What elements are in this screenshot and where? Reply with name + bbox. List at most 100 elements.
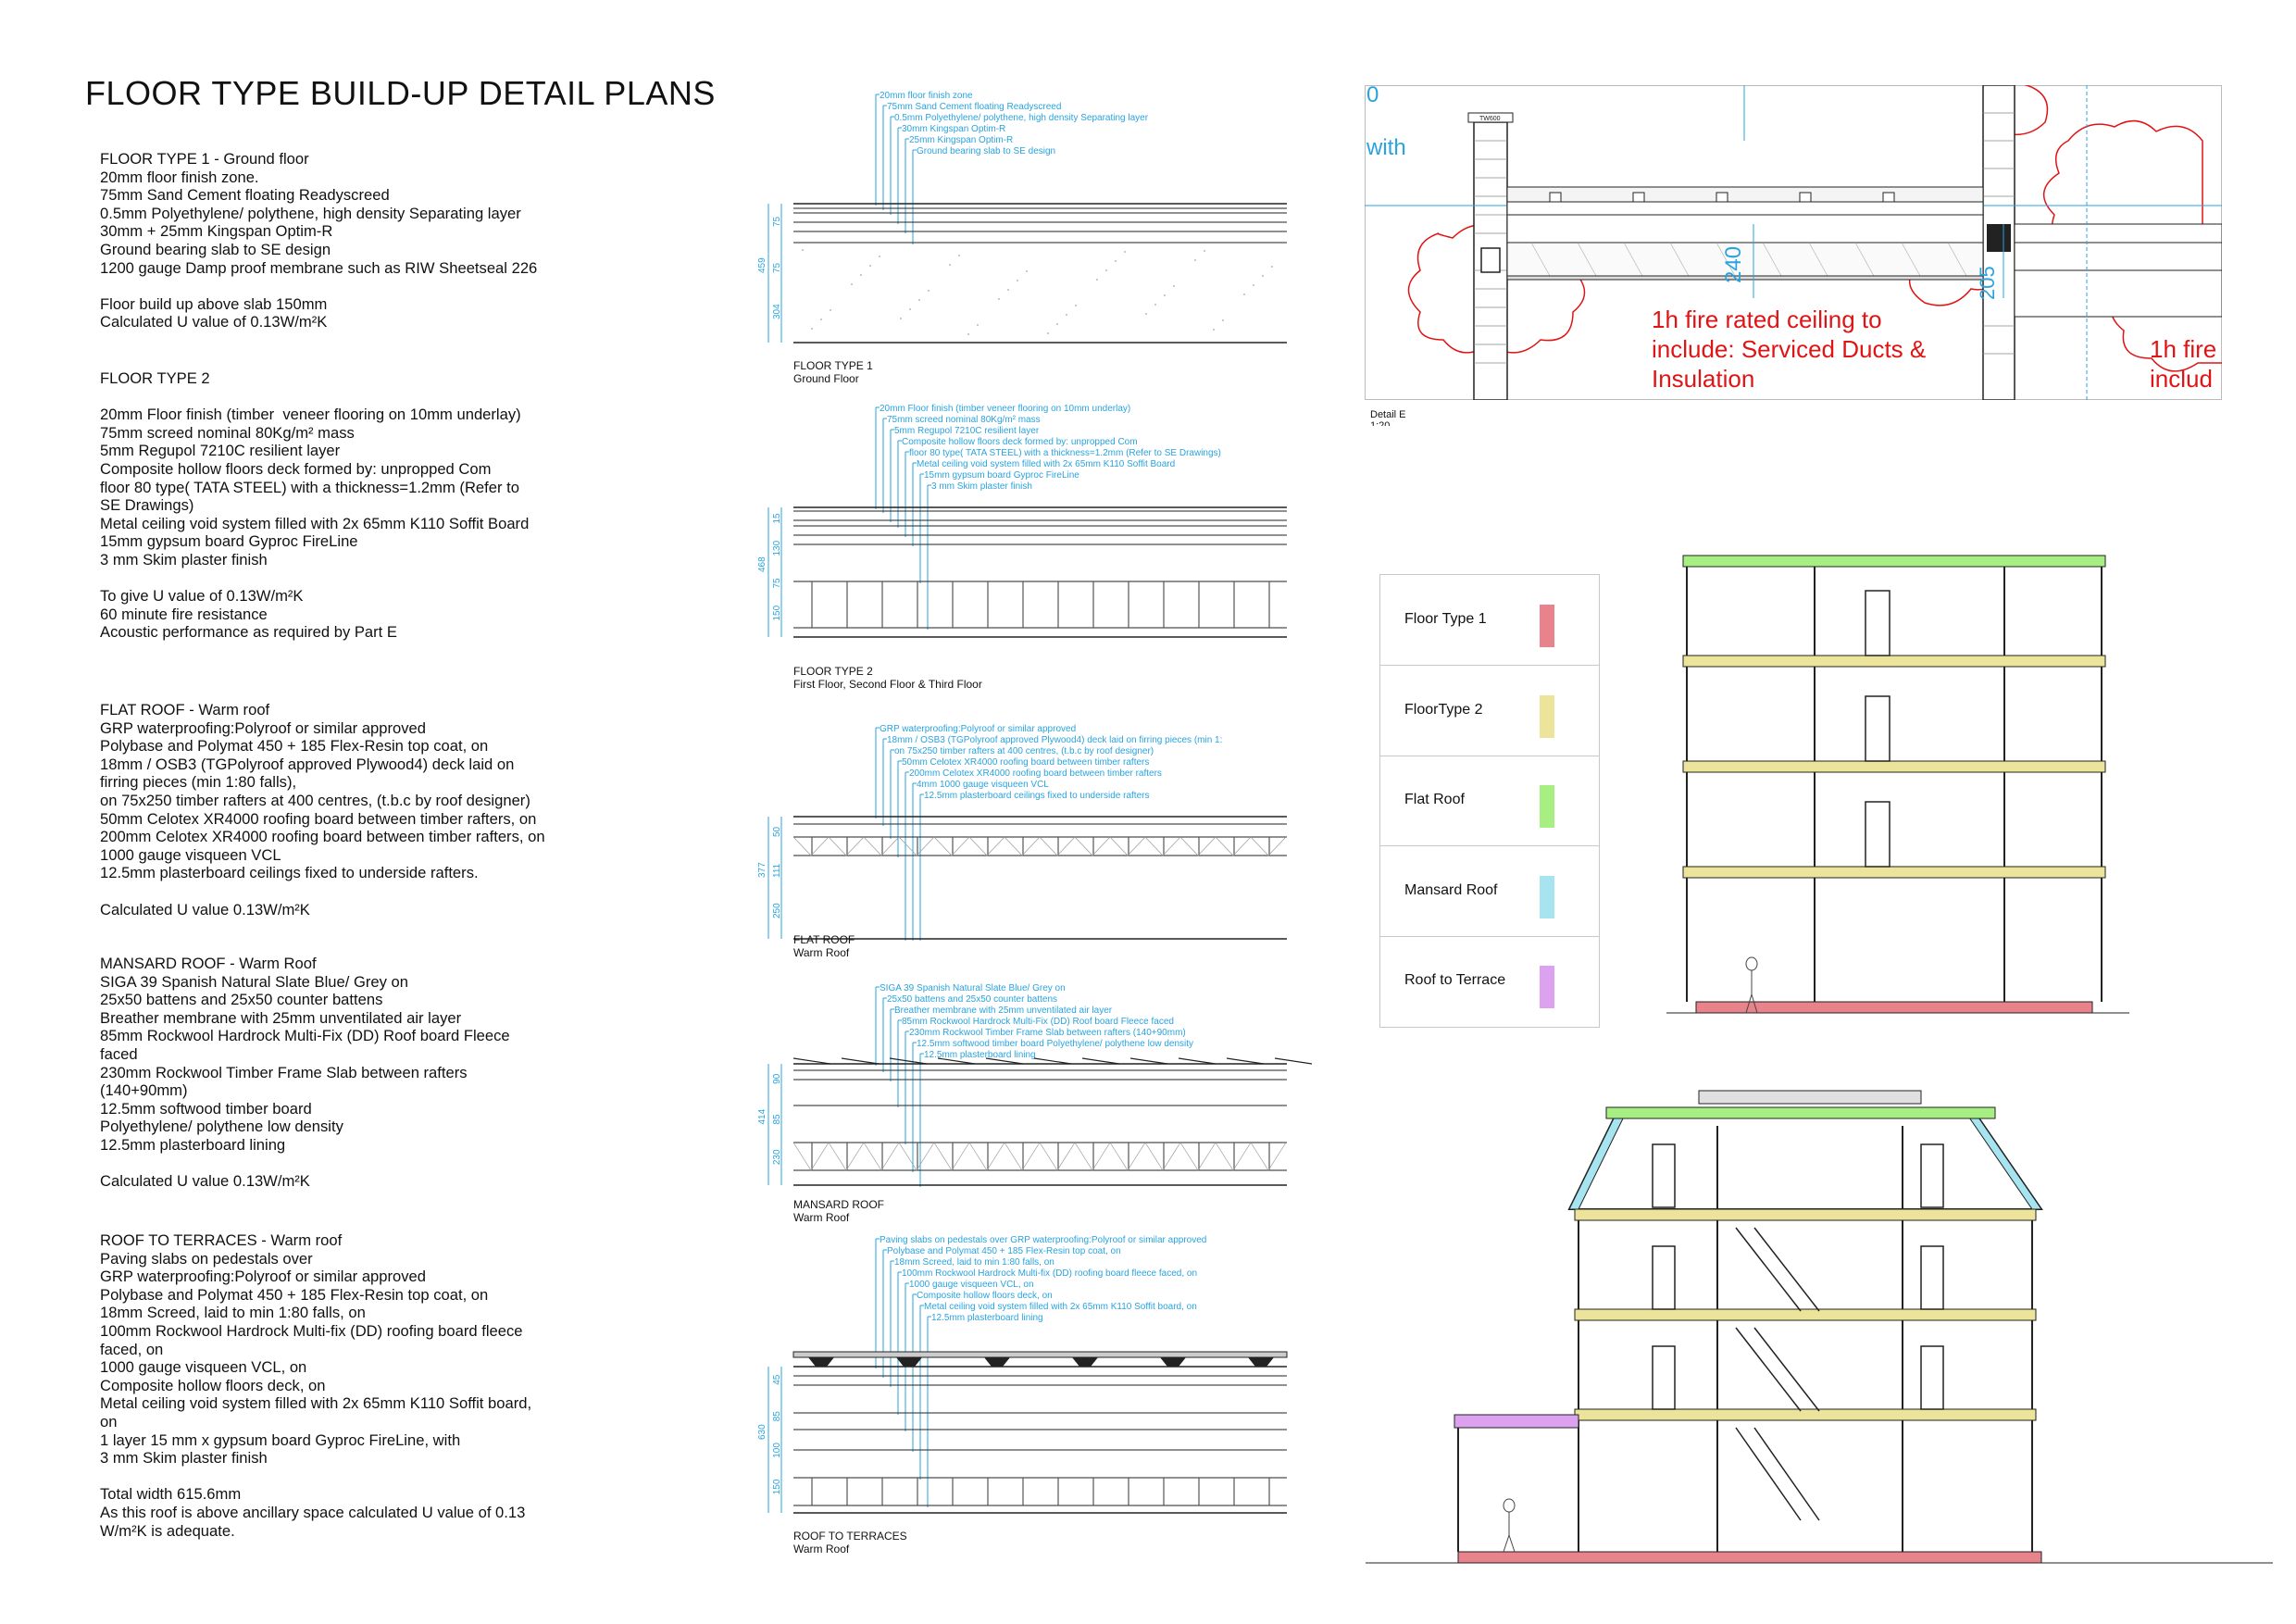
annotation-note: 0.5mm Polyethylene/ polythene, high dens…	[894, 113, 1149, 123]
spec-floor-type-2: FLOOR TYPE 2 20mm Floor finish (timber v…	[100, 369, 581, 642]
spec-line: Floor build up above slab 150mm	[100, 294, 328, 313]
concrete-speck	[1262, 275, 1264, 277]
spec-line: Total width 615.6mm	[100, 1485, 242, 1504]
slate-tile	[1033, 1057, 1072, 1065]
spec-line: As this roof is above ancillary space ca…	[100, 1503, 526, 1521]
insulation-hatch	[1109, 1142, 1146, 1171]
spec-line: 20mm Floor finish (timber veneer floorin…	[100, 406, 521, 424]
insulation-hatch	[792, 1142, 830, 1171]
annotation-note: Metal ceiling void system filled with 2x…	[924, 1302, 1197, 1312]
page-title: FLOOR TYPE BUILD-UP DETAIL PLANS	[85, 74, 716, 112]
annotation-note: floor 80 type( TATA STEEL) with a thickn…	[909, 448, 1221, 458]
detail-e-dim-2: 205	[1976, 266, 1999, 300]
concrete-speck	[1124, 251, 1126, 253]
concrete-speck	[1075, 305, 1077, 306]
insulation-hatch	[828, 836, 865, 856]
annotation-note: GRP waterproofing:Polyroof or similar ap…	[880, 724, 1076, 734]
annotation-note: 230mm Rockwool Timber Frame Slab between…	[909, 1028, 1186, 1038]
insulation-hatch	[1004, 836, 1041, 856]
insulation-hatch	[1179, 1142, 1217, 1171]
spec-line: Polyethylene/ polythene low density	[100, 1118, 343, 1136]
spec-line: Breather membrane with 25mm unventilated…	[100, 1008, 462, 1027]
insulation-hatch	[828, 1142, 865, 1171]
spec-line: 1200 gauge Damp proof membrane such as R…	[100, 258, 538, 277]
legend-label: Floor Type 1	[1404, 611, 1487, 627]
annotation-note: 3 mm Skim plaster finish	[931, 481, 1032, 492]
spec-line: 3 mm Skim plaster finish	[100, 550, 268, 568]
slate-tile	[937, 1057, 976, 1065]
annotation-note: 20mm Floor finish (timber veneer floorin…	[880, 404, 1130, 414]
detail-caption-sub: Ground Floor	[793, 372, 859, 385]
slate-tile	[1178, 1057, 1217, 1065]
legend-label: Roof to Terrace	[1404, 972, 1506, 989]
spec-line: Polybase and Polymat 450 + 185 Flex-Resi…	[100, 1285, 489, 1304]
spec-line: Ground bearing slab to SE design	[100, 240, 331, 258]
annotation-note: Polybase and Polymat 450 + 185 Flex-Resi…	[887, 1246, 1121, 1256]
dimension-total: 377	[757, 862, 767, 878]
slate-tile	[1274, 1057, 1313, 1065]
slate-tile	[1081, 1057, 1120, 1065]
concrete-speck	[977, 324, 979, 326]
concrete-speck	[1026, 270, 1028, 272]
slate-tile	[1226, 1057, 1265, 1065]
spec-line: GRP waterproofing:Polyroof or similar ap…	[100, 718, 427, 737]
spec-line: Metal ceiling void system filled with 2x…	[100, 1394, 532, 1413]
fire-note-2-line-1: 1h fire	[2150, 335, 2216, 363]
spec-line: 12.5mm softwood timber board	[100, 1099, 312, 1118]
spec-line: 25x50 battens and 25x50 counter battens	[100, 991, 383, 1009]
spec-line	[100, 388, 581, 406]
annotation-note: Composite hollow floors deck formed by: …	[902, 437, 1138, 447]
annotation-note: 100mm Rockwool Hardrock Multi-fix (DD) r…	[902, 1268, 1197, 1279]
insulation-hatch	[1074, 1142, 1111, 1171]
concrete-speck	[1047, 332, 1049, 334]
spec-line: 1000 gauge visqueen VCL, on	[100, 1358, 307, 1377]
spec-line	[100, 1155, 581, 1173]
annotation-note: on 75x250 timber rafters at 400 centres,…	[894, 746, 1154, 756]
annotation-note: 200mm Celotex XR4000 roofing board betwe…	[909, 768, 1162, 779]
annotation-note: 15mm gypsum board Gyproc FireLine	[924, 470, 1079, 481]
detail-e-partial-1: 0	[1366, 85, 1379, 107]
insulation-hatch	[1039, 1142, 1076, 1171]
concrete-speck	[1115, 260, 1117, 262]
dimension-segment: 85	[772, 1114, 782, 1125]
concrete-speck	[869, 265, 871, 267]
spec-line: W/m²K is adequate.	[100, 1521, 235, 1540]
concrete-speck	[1007, 289, 1009, 291]
concrete-speck	[918, 299, 920, 301]
detail-mansard-roof: SIGA 39 Spanish Natural Slate Blue/ Grey…	[731, 976, 1333, 1235]
detail-floor-type-2-drawing: 20mm Floor finish (timber veneer floorin…	[757, 404, 1287, 638]
concrete-speck	[1056, 323, 1058, 325]
pedestal	[1160, 1357, 1186, 1367]
legend-swatch	[1540, 694, 1554, 738]
insulation-hatch	[1039, 836, 1076, 856]
spec-line	[100, 1468, 581, 1486]
concrete-speck	[958, 255, 960, 256]
insulation-hatch	[1144, 1142, 1181, 1171]
spec-line: Calculated U value 0.13W/m²K	[100, 900, 310, 918]
detail-caption-sub: Warm Roof	[793, 1211, 850, 1224]
pedestal	[984, 1357, 1010, 1367]
insulation-hatch	[968, 1142, 1005, 1171]
dimension-total: 468	[757, 556, 767, 572]
annotation-note: Breather membrane with 25mm unventilated…	[894, 1006, 1113, 1016]
spec-line: floor 80 type( TATA STEEL) with a thickn…	[100, 478, 519, 496]
annotation-note: 85mm Rockwool Hardrock Multi-Fix (DD) Ro…	[902, 1017, 1174, 1027]
annotation-note: 18mm / OSB3 (TGPolyroof approved Plywood…	[887, 735, 1222, 745]
spec-line: GRP waterproofing:Polyroof or similar ap…	[100, 1268, 427, 1286]
detail-e-dim-1: 240	[1721, 246, 1746, 283]
building-section-lower	[1366, 1090, 2273, 1564]
spec-line: 18mm Screed, laid to min 1:80 falls, on	[100, 1304, 366, 1322]
annotation-note: Metal ceiling void system filled with 2x…	[917, 459, 1175, 469]
detail-floor-type-2: 20mm Floor finish (timber veneer floorin…	[731, 396, 1333, 693]
dimension-segment: 75	[772, 216, 782, 227]
dimension-total: 459	[757, 257, 767, 273]
dimension-segment: 250	[772, 903, 782, 918]
slate-tile	[985, 1057, 1024, 1065]
legend-label: FloorType 2	[1404, 701, 1483, 718]
dimension-segment: 45	[772, 1374, 782, 1385]
detail-e-caption-title: Detail E	[1370, 409, 1406, 420]
insulation-hatch	[1215, 1142, 1252, 1171]
